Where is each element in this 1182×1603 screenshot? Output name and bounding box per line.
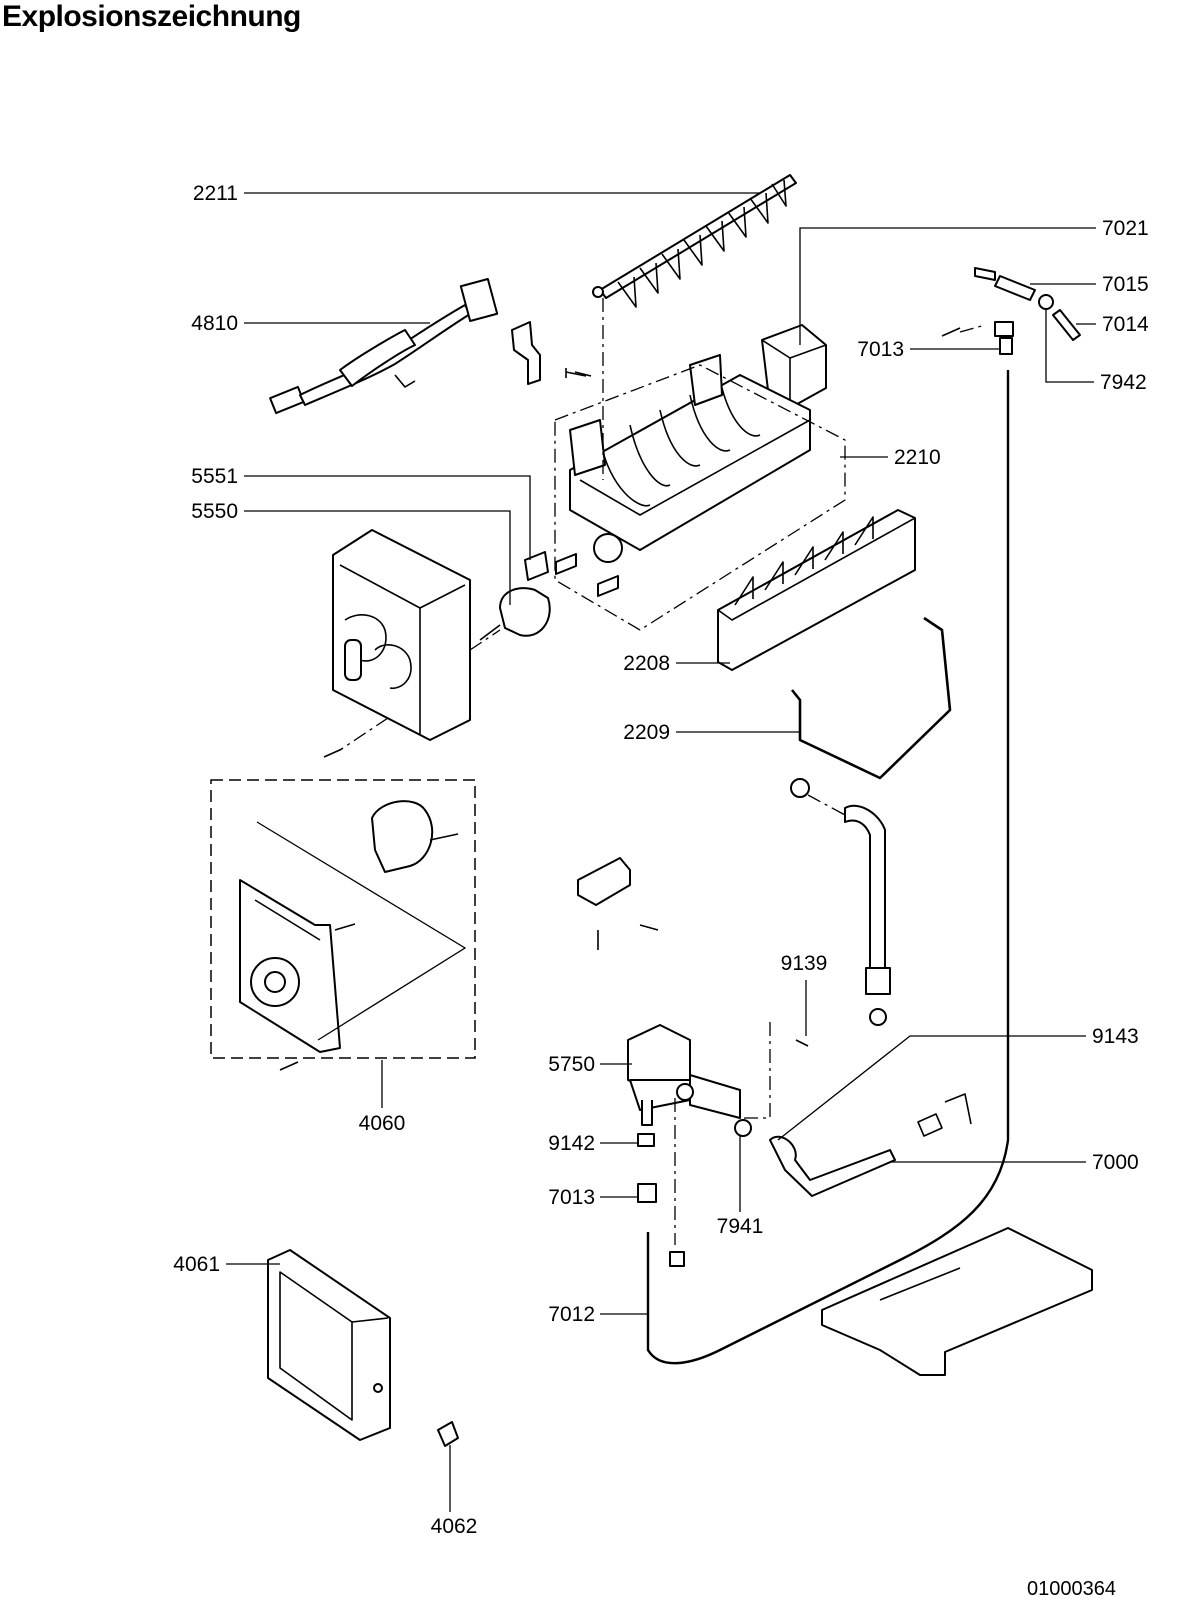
control-housing-part [332, 529, 471, 741]
wire-harness-part [269, 277, 499, 415]
page-title: Explosionszeichnung [2, 0, 301, 33]
valve-fittings [637, 1119, 752, 1267]
part-label-7021: 7021 [1102, 217, 1149, 240]
knob-part [437, 1421, 459, 1447]
fill-tube-fittings [941, 267, 1081, 355]
hose-connection-part [769, 1093, 972, 1197]
base-plate-part [821, 1227, 1093, 1376]
motor-part [479, 551, 551, 641]
part-label-4810: 4810 [191, 312, 238, 335]
drawing-number: 01000364 [1027, 1578, 1116, 1600]
clip-part [577, 857, 659, 950]
leader-lines [226, 192, 1096, 1512]
part-label-7941: 7941 [717, 1215, 764, 1238]
part-label-7000: 7000 [1092, 1151, 1139, 1174]
part-label-4060: 4060 [359, 1112, 406, 1135]
part-label-7014: 7014 [1102, 313, 1149, 336]
assembly-lines [339, 298, 986, 1245]
part-label-2208: 2208 [623, 652, 670, 675]
part-label-7013-top: 7013 [857, 338, 904, 361]
bracket-part [511, 321, 587, 385]
part-label-9139: 9139 [781, 952, 828, 975]
part-label-7013-bottom: 7013 [548, 1186, 595, 1209]
water-valve-part [627, 1024, 741, 1126]
part-label-7942: 7942 [1100, 371, 1147, 394]
part-label-9142: 9142 [548, 1132, 595, 1155]
part-label-5550: 5550 [191, 500, 238, 523]
part-label-7012: 7012 [548, 1303, 595, 1326]
ice-tray-part [555, 354, 811, 597]
part-label-5750: 5750 [548, 1053, 595, 1076]
stripper-part [717, 509, 916, 671]
inlet-hose-part [790, 778, 891, 1026]
part-label-2209: 2209 [623, 721, 670, 744]
cover-part [267, 1249, 391, 1441]
water-tube-part [646, 370, 1010, 1365]
part-label-7015: 7015 [1102, 273, 1149, 296]
part-label-4061: 4061 [173, 1253, 220, 1276]
part-label-9143: 9143 [1092, 1025, 1139, 1048]
part-label-2210: 2210 [894, 446, 941, 469]
ejector-shaft-part [592, 174, 797, 308]
control-module-part [210, 779, 476, 1059]
part-label-4062: 4062 [431, 1515, 478, 1538]
part-label-5551: 5551 [191, 465, 238, 488]
screw-parts [279, 371, 809, 1071]
shutoff-arm-part [790, 616, 952, 780]
part-label-2211: 2211 [193, 182, 238, 205]
